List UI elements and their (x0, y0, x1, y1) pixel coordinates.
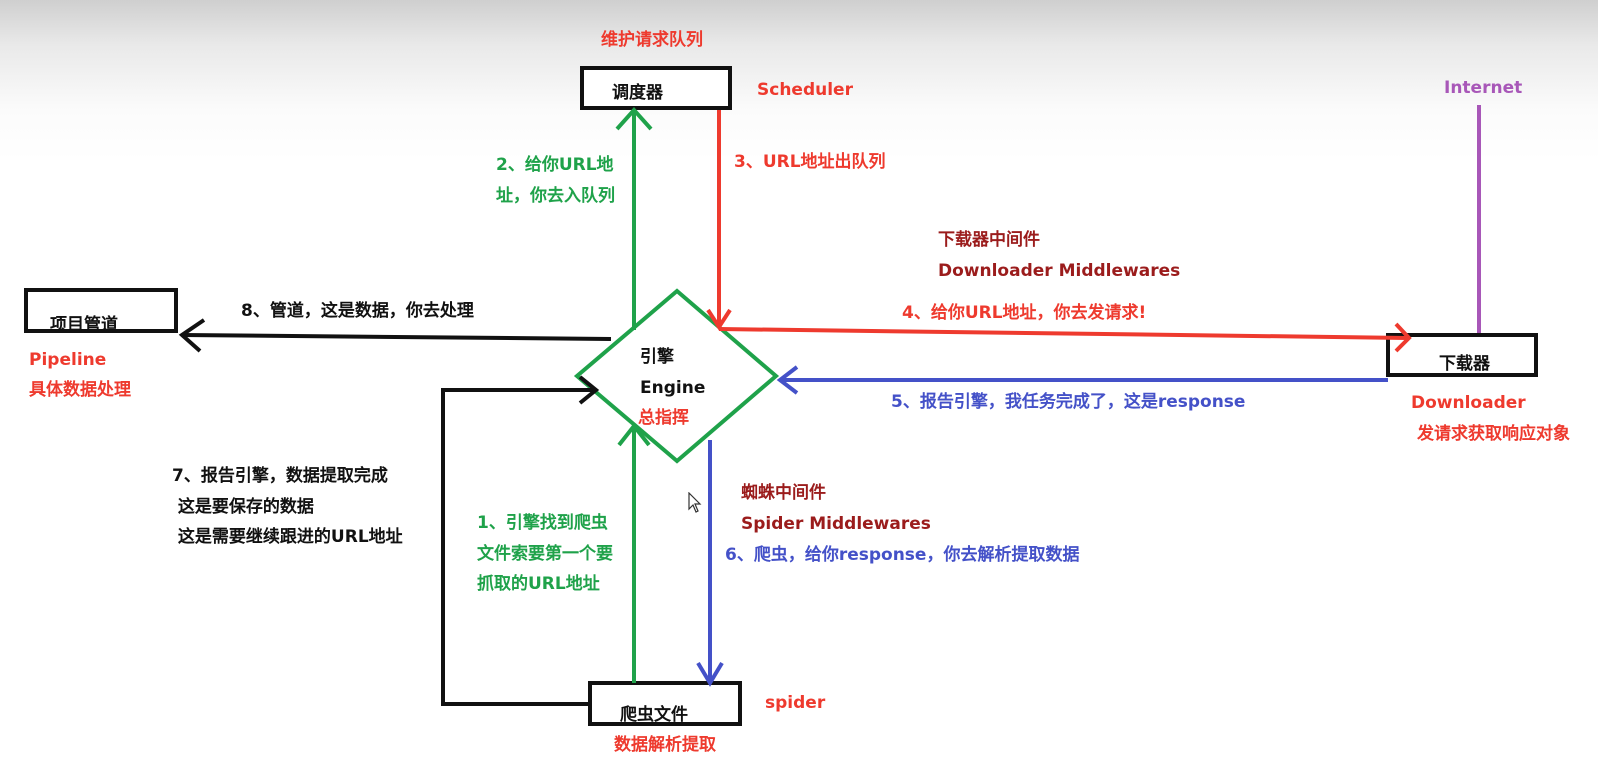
arrowhead-step-6 (696, 661, 724, 687)
spider-middleware-cn: 蜘蛛中间件 (741, 483, 826, 503)
arrow-step-7 (441, 388, 596, 706)
step-2-label: 2、给你URL地 址，你去入队列 (496, 155, 615, 206)
engine-diamond (573, 288, 780, 464)
downloader-label: 下载器 (1439, 354, 1490, 374)
arrowhead-step-1 (617, 422, 651, 447)
arrowhead-step-8 (178, 318, 206, 353)
downloader-middleware-cn: 下载器中间件 (938, 230, 1040, 250)
downloader-desc: 发请求获取响应对象 (1417, 424, 1570, 444)
internet-label: Internet (1444, 78, 1523, 98)
engine-en: Engine (640, 378, 706, 398)
arrow-step-8 (181, 333, 612, 341)
pipeline-en: Pipeline (29, 350, 107, 370)
scheduler-label: 调度器 (612, 83, 663, 103)
step-5-label: 5、报告引擎，我任务完成了，这是response (891, 392, 1246, 412)
arrowhead-step-7 (578, 375, 600, 405)
arrow-step-4 (718, 327, 1410, 340)
pipeline-desc: 具体数据处理 (29, 380, 131, 400)
pipeline-label: 项目管道 (50, 315, 118, 335)
spider-middleware-en: Spider Middlewares (741, 514, 931, 534)
downloader-en: Downloader (1411, 393, 1526, 413)
engine-desc: 总指挥 (638, 408, 689, 428)
arrowhead-step-3 (706, 308, 732, 331)
step-1-label: 1、引擎找到爬虫 文件索要第一个要 抓取的URL地址 (477, 513, 613, 595)
engine-label: 引擎 (640, 347, 674, 367)
downloader-middleware-en: Downloader Middlewares (938, 261, 1181, 281)
mouse-cursor-icon (688, 492, 702, 513)
step-8-label: 8、管道，这是数据，你去处理 (241, 301, 474, 321)
spider-desc: 数据解析提取 (614, 735, 716, 755)
scheduler-en: Scheduler (757, 80, 853, 100)
pipeline-box (24, 288, 178, 333)
arrowhead-step-4 (1394, 322, 1412, 353)
step-4-label: 4、给你URL地址，你去发请求! (902, 303, 1147, 323)
downloader-box (1386, 333, 1538, 377)
spider-en: spider (765, 693, 826, 713)
step-7-label: 7、报告引擎，数据提取完成 这是要保存的数据 这是需要继续跟进的URL地址 (172, 466, 403, 548)
step-6-label: 6、爬虫，给你response，你去解析提取数据 (725, 545, 1080, 565)
scheduler-desc: 维护请求队列 (601, 30, 703, 50)
scheduler-box (580, 66, 732, 110)
step-3-label: 3、URL地址出队列 (734, 152, 886, 172)
spider-label: 爬虫文件 (620, 705, 688, 725)
arrowhead-step-2 (615, 107, 653, 131)
arrowhead-step-5 (776, 365, 799, 395)
